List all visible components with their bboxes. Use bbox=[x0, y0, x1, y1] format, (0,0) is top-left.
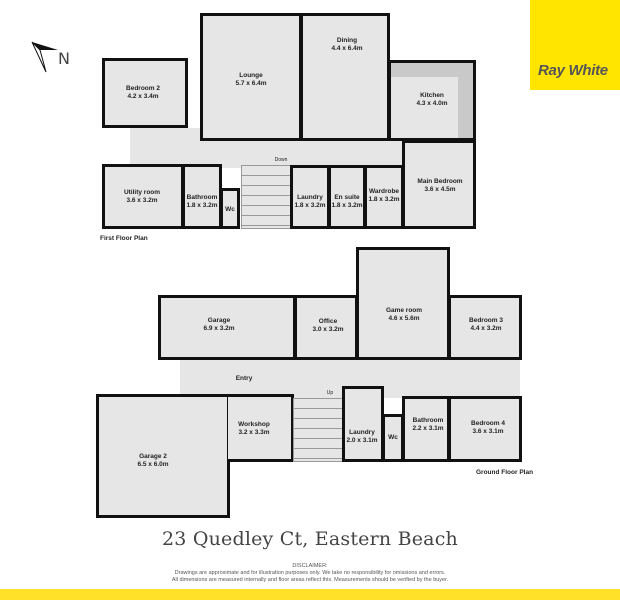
room-game bbox=[356, 247, 450, 360]
compass-label: N bbox=[58, 49, 70, 68]
room-workshop bbox=[228, 394, 294, 462]
room-bedroom-3 bbox=[448, 295, 522, 360]
north-compass: N bbox=[30, 40, 80, 75]
room-wc-first bbox=[220, 188, 240, 229]
stair-label-down: Down bbox=[274, 157, 288, 163]
room-laundry-first bbox=[290, 165, 330, 229]
label-wc-first: Wc bbox=[225, 206, 235, 213]
first-floor-caption: First Floor Plan bbox=[100, 235, 148, 242]
stair-label-up: Up bbox=[326, 390, 334, 396]
ray-white-logo: Ray White bbox=[530, 0, 620, 90]
room-laundry-ground bbox=[342, 386, 384, 462]
room-bathroom-first bbox=[182, 164, 222, 229]
north-arrow-icon bbox=[31, 41, 58, 73]
room-garage bbox=[158, 295, 296, 360]
room-bedroom-2 bbox=[102, 58, 188, 128]
room-bathroom-ground bbox=[402, 396, 450, 462]
label-entry: Entry bbox=[235, 375, 253, 382]
brand-name: Ray White bbox=[538, 62, 608, 79]
room-garage-2 bbox=[96, 394, 230, 518]
property-address: 23 Quedley Ct, Eastern Beach bbox=[162, 528, 458, 550]
room-main-bedroom bbox=[402, 140, 476, 229]
room-bedroom-4 bbox=[448, 396, 522, 462]
footer-brand-bar bbox=[0, 589, 620, 600]
staircase-first bbox=[241, 165, 291, 229]
kitchen-counter bbox=[391, 63, 473, 77]
kitchen-counter-side bbox=[458, 63, 473, 138]
disclaimer-line-2: All dimensions are measured internally a… bbox=[171, 577, 449, 583]
ground-floor-caption: Ground Floor Plan bbox=[476, 469, 534, 476]
label-wc-ground: Wc bbox=[388, 434, 398, 441]
disclaimer-heading: DISCLAIMER: bbox=[292, 563, 328, 569]
room-wardrobe bbox=[364, 165, 404, 229]
staircase-ground bbox=[293, 398, 345, 462]
disclaimer-line-1: Drawings are approximate and for illustr… bbox=[174, 570, 446, 576]
room-dining bbox=[300, 13, 390, 141]
